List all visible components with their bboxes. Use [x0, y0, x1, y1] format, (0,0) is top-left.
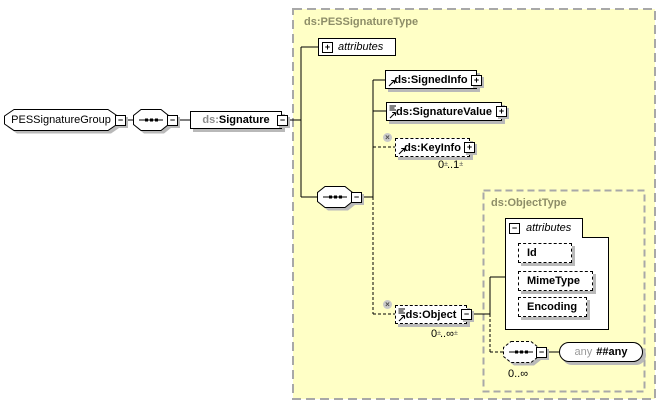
occurrence-label: 0±..1± — [438, 159, 463, 171]
element-ds-object[interactable]: ds:Object — [395, 305, 467, 324]
spinner-icon: ± — [444, 161, 448, 168]
attribute-name: MimeType — [527, 275, 580, 287]
element-any-wildcard[interactable]: any##any — [559, 342, 643, 362]
collapse-minus-icon[interactable]: − — [115, 115, 126, 126]
element-name: Signature — [218, 114, 270, 126]
collapse-minus-icon[interactable]: − — [536, 347, 547, 358]
element-group-pessignaturegroup[interactable]: PESSignatureGroup — [4, 109, 121, 134]
element-ds-signedinfo[interactable]: ds:SignedInfo — [385, 70, 477, 89]
sequence-compositor[interactable] — [503, 341, 543, 372]
attributes-label: attributes — [338, 41, 384, 53]
element-reference-icon — [398, 147, 406, 155]
x-marker-icon: × — [383, 300, 392, 309]
expand-plus-icon[interactable]: + — [471, 75, 482, 86]
object-type-title: ds:ObjectType — [491, 197, 567, 209]
attribute-id[interactable]: Id — [518, 243, 572, 263]
expand-plus-icon[interactable]: + — [322, 42, 333, 53]
element-ds-signaturevalue[interactable]: ds:SignatureValue — [386, 102, 502, 121]
occurrence-label: 0±..∞± — [431, 328, 458, 340]
wildcard-prefix: any — [574, 346, 593, 358]
spinner-icon: ± — [453, 330, 458, 337]
element-reference-icon — [388, 79, 396, 87]
attribute-mimetype[interactable]: MimeType — [518, 271, 593, 291]
occurrence-label: 0..∞ — [508, 368, 529, 380]
element-ds-keyinfo[interactable]: ds:KeyInfo — [395, 138, 470, 157]
attribute-name: Encoding — [527, 301, 578, 313]
element-name: ds:SignedInfo — [394, 73, 468, 86]
sequence-compositor[interactable] — [317, 186, 357, 217]
collapse-minus-icon[interactable]: − — [509, 223, 520, 234]
x-marker-icon: × — [383, 133, 392, 142]
collapse-minus-icon[interactable]: − — [277, 115, 288, 126]
attributes-label: attributes — [526, 222, 572, 234]
collapse-minus-icon[interactable]: − — [461, 309, 472, 320]
attribute-name: Id — [527, 247, 537, 259]
element-reference-icon — [398, 314, 406, 322]
group-label: PESSignatureGroup — [11, 114, 111, 126]
wildcard-name: ##any — [596, 346, 628, 358]
spinner-icon: ± — [437, 330, 441, 337]
text-content-icon — [398, 308, 405, 314]
sequence-compositor[interactable] — [133, 109, 173, 140]
element-ds-signature[interactable]: ds:Signature — [190, 111, 282, 129]
pes-attributes-box[interactable] — [318, 38, 396, 56]
pes-signature-type-title: ds:PESSignatureType — [304, 16, 419, 28]
element-prefix: ds: — [202, 114, 219, 126]
expand-plus-icon[interactable]: + — [496, 106, 507, 117]
element-reference-icon — [389, 111, 397, 119]
element-name: ds:SignatureValue — [396, 105, 492, 118]
text-content-icon — [389, 105, 396, 111]
spinner-icon: ± — [459, 161, 463, 168]
element-name: ds:KeyInfo — [404, 141, 461, 154]
attribute-encoding[interactable]: Encoding — [518, 297, 587, 317]
element-name: ds:Object — [405, 308, 457, 321]
collapse-minus-icon[interactable]: − — [351, 192, 362, 203]
expand-plus-icon[interactable]: + — [464, 142, 475, 153]
group-shape — [4, 109, 121, 134]
collapse-minus-icon[interactable]: − — [167, 115, 178, 126]
